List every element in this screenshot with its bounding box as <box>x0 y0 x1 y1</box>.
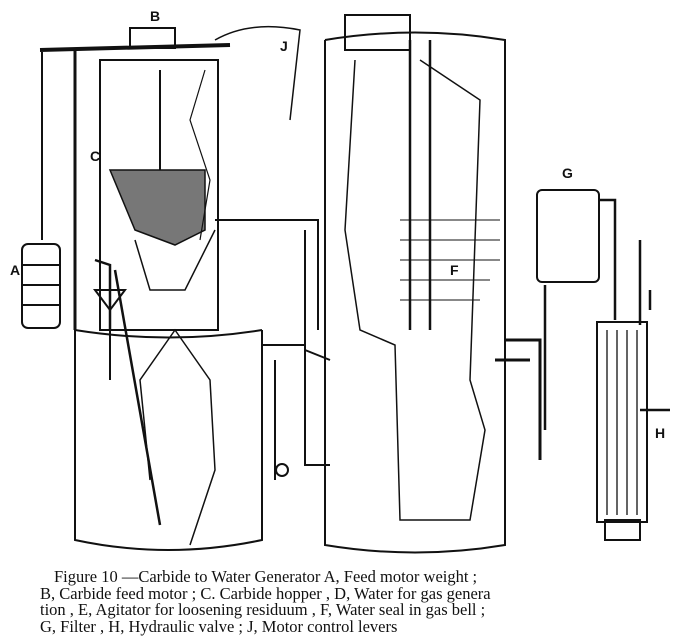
filter-g <box>536 189 617 430</box>
hydraulic-valve-h <box>596 240 670 541</box>
caption-line: B, Carbide feed motor ; C. Carbide hoppe… <box>40 583 491 603</box>
connecting-pipes <box>215 219 331 480</box>
caption-line: Figure 10 —Carbide to Water Generator A,… <box>54 567 478 586</box>
caption-line: G, Filter , H, Hydraulic valve ; J, Moto… <box>40 616 398 636</box>
label-a: A <box>10 262 21 278</box>
label-f: F <box>450 262 459 278</box>
figure-caption: Figure 10 —Carbide to Water Generator A,… <box>40 567 700 636</box>
label-c: C <box>90 148 101 164</box>
label-j: J <box>280 38 288 54</box>
caption-line: tion , E, Agitator for loosening residuu… <box>40 600 486 619</box>
label-h: H <box>655 425 666 441</box>
gas-bell-tank <box>324 14 542 554</box>
generator-illustration <box>21 14 670 554</box>
label-b: B <box>150 8 161 24</box>
left-generator <box>21 25 301 551</box>
label-g: G <box>562 165 573 181</box>
